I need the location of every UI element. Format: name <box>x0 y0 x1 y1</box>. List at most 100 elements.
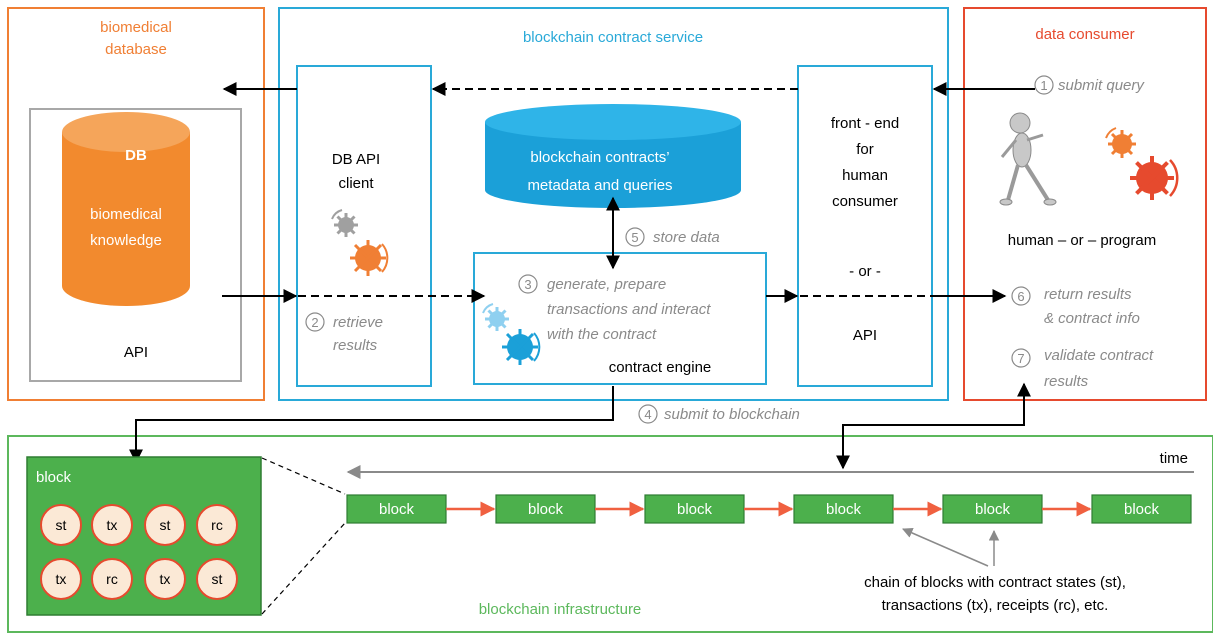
contract-service-title: blockchain contract service <box>523 29 703 46</box>
block-item-circle <box>91 558 133 600</box>
chain-block <box>793 494 894 524</box>
block-item-circle <box>144 504 186 546</box>
gear-red-consumer-icon <box>1130 156 1179 200</box>
note-arrow-left <box>902 527 989 567</box>
chain-note-2: transactions (tx), receipts (rc), etc. <box>882 597 1109 614</box>
chain-block-label: block <box>528 501 564 518</box>
human-figure-icon <box>999 112 1057 206</box>
db-cylinder-icon <box>62 112 190 306</box>
step-3-text-2: transactions and interact <box>547 301 711 318</box>
block-chain: block block block block block block <box>346 494 1192 524</box>
frontend-label-2: for <box>856 141 874 158</box>
chain-block-label: block <box>975 501 1011 518</box>
frontend-or: - or - <box>849 263 881 280</box>
block-item-circle <box>91 504 133 546</box>
block-item-label: rc <box>106 571 118 587</box>
step-7-circle <box>1011 348 1031 368</box>
step-7-number: 7 <box>1017 351 1024 366</box>
block-item-circle <box>40 504 82 546</box>
chain-block <box>942 494 1043 524</box>
gear-orange-consumer-icon <box>1105 127 1136 158</box>
contract-engine-box <box>473 252 767 385</box>
frontend-label-1: front - end <box>831 115 899 132</box>
block-item-label: st <box>56 517 67 533</box>
step-1-circle <box>1034 75 1054 95</box>
contract-engine-label: contract engine <box>609 359 712 376</box>
step-2-text-2: results <box>333 337 378 354</box>
step-3-text-1: generate, prepare <box>547 276 666 293</box>
step-5-circle <box>625 227 645 247</box>
biomedical-database-title-2: database <box>105 41 167 58</box>
db-label: DB <box>125 147 147 164</box>
db-api-label: API <box>124 344 148 361</box>
step-6-number: 6 <box>1017 289 1024 304</box>
step-3-circle <box>518 274 538 294</box>
step-1-number: 1 <box>1040 78 1047 93</box>
metadata-label-2: metadata and queries <box>527 177 672 194</box>
submit-blockchain-arrow <box>129 386 614 464</box>
step-2-number: 2 <box>311 315 318 330</box>
step-3-number: 3 <box>524 277 531 292</box>
data-consumer-title: data consumer <box>1035 26 1134 43</box>
step-6-text-2: & contract info <box>1044 310 1140 327</box>
db-api-client-label-1: DB API <box>332 151 380 168</box>
step-1-text: submit query <box>1058 77 1145 94</box>
step-7-text-2: results <box>1044 373 1089 390</box>
chain-block-label: block <box>826 501 862 518</box>
gear-blue-icon <box>502 329 541 365</box>
step-4-text: submit to blockchain <box>664 406 800 423</box>
step-5-number: 5 <box>631 230 638 245</box>
frontend-label-3: human <box>842 167 888 184</box>
step-3-text-3: with the contract <box>547 326 657 343</box>
step-5-text: store data <box>653 229 720 246</box>
block-item-label: tx <box>107 517 118 533</box>
db-text-2: knowledge <box>90 232 162 249</box>
chain-block <box>644 494 745 524</box>
metadata-label-1: blockchain contracts’ <box>530 149 669 166</box>
chain-block <box>495 494 596 524</box>
step-2-text-1: retrieve <box>333 314 383 331</box>
block-item-label: rc <box>211 517 223 533</box>
metadata-cylinder-icon <box>485 104 741 208</box>
block-item-circle <box>196 504 238 546</box>
time-label: time <box>1160 450 1188 467</box>
chain-block-label: block <box>677 501 713 518</box>
step-7-text-1: validate contract <box>1044 347 1154 364</box>
validate-arrow <box>836 382 1031 470</box>
frontend-label-4: consumer <box>832 193 898 210</box>
db-text-1: biomedical <box>90 206 162 223</box>
step-4-circle <box>638 404 658 424</box>
infrastructure-panel <box>7 435 1213 633</box>
gear-orange-small-icon <box>350 240 389 276</box>
block-item-label: tx <box>56 571 67 587</box>
infrastructure-title: blockchain infrastructure <box>479 601 642 618</box>
biomedical-database-panel <box>7 7 265 401</box>
block-item-label: st <box>160 517 171 533</box>
step-6-circle <box>1011 286 1031 306</box>
gear-lightblue-icon <box>482 303 509 331</box>
block-item-label: tx <box>160 571 171 587</box>
chain-block-label: block <box>379 501 415 518</box>
zoom-line-top <box>261 457 346 495</box>
step-4-number: 4 <box>644 407 651 422</box>
gear-gray-icon <box>331 209 358 237</box>
db-api-client-box <box>296 65 432 387</box>
step-2-circle <box>305 312 325 332</box>
consumer-caption: human – or – program <box>1008 232 1156 249</box>
block-item-circle <box>40 558 82 600</box>
biomedical-database-title: biomedical <box>100 19 172 36</box>
db-api-client-label-2: client <box>338 175 374 192</box>
frontend-api: API <box>853 327 877 344</box>
block-item-label: st <box>212 571 223 587</box>
chain-block <box>346 494 447 524</box>
block-item-circle <box>196 558 238 600</box>
db-container <box>29 108 242 382</box>
block-detail-title: block <box>36 469 72 486</box>
block-detail-items: st tx st rc tx rc tx st <box>40 504 238 600</box>
data-consumer-panel <box>963 7 1207 401</box>
chain-block <box>1091 494 1192 524</box>
chain-block-label: block <box>1124 501 1160 518</box>
block-item-circle <box>144 558 186 600</box>
step-6-text-1: return results <box>1044 286 1132 303</box>
